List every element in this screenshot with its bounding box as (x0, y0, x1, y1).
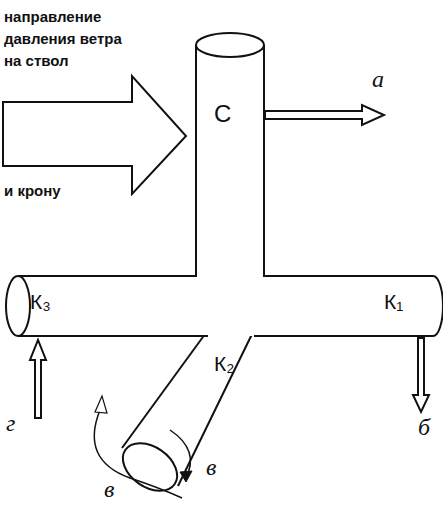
force-letter: в (206, 454, 216, 482)
root-k2 (178, 330, 254, 486)
rotation-arc-small (170, 430, 190, 478)
wind-caption: направление давления ветра на ствол (4, 6, 139, 71)
root-label: К₃ (30, 290, 51, 314)
trunk-top (196, 33, 264, 57)
root-k3-end (6, 276, 30, 336)
root-label: К₂ (214, 352, 234, 376)
trunk (196, 45, 264, 276)
force-letter: г (6, 410, 15, 438)
root-k1-end (433, 276, 443, 336)
arrow-g (30, 340, 46, 418)
force-letter: в (104, 476, 114, 504)
force-letter: б (418, 414, 430, 442)
wind-caption-end: и крону (4, 182, 61, 199)
force-letter: а (372, 66, 384, 94)
root-label: К₁ (384, 290, 403, 314)
arrow-a (265, 105, 384, 125)
wind-arrow (3, 76, 186, 194)
trunk-label: С (214, 100, 231, 128)
arrow-b (413, 338, 429, 412)
root-k2-end (114, 433, 186, 500)
